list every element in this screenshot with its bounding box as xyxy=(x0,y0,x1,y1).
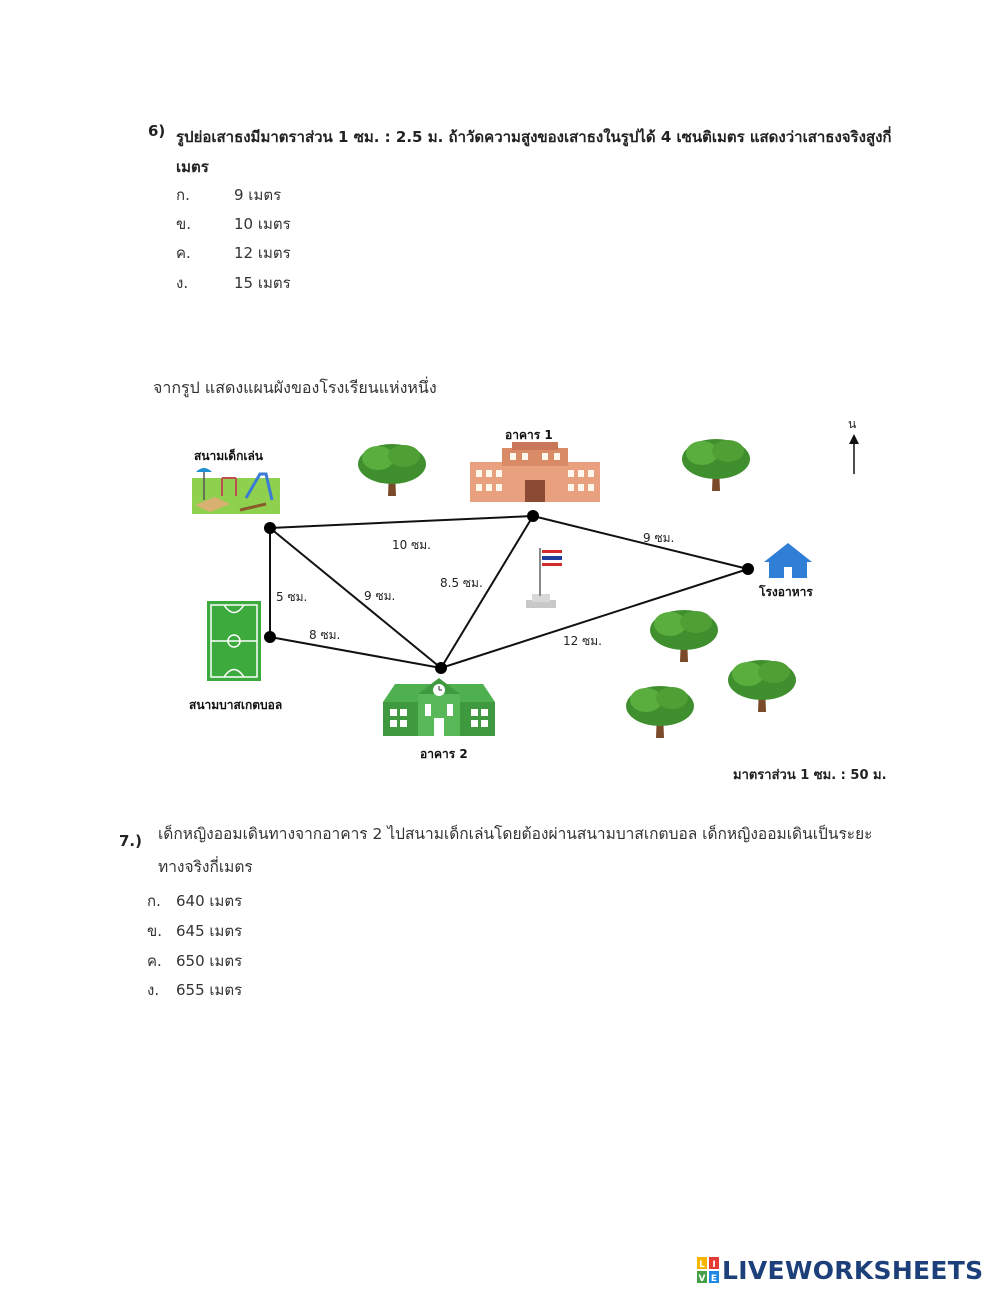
basketball-court-icon xyxy=(207,601,261,681)
map-paths xyxy=(269,515,749,669)
label-north: น xyxy=(848,417,856,431)
node-building1 xyxy=(527,510,539,522)
svg-text:E: E xyxy=(711,1274,717,1283)
label-building1: อาคาร 1 xyxy=(505,428,553,442)
north-arrow-icon xyxy=(849,434,859,474)
building2-icon xyxy=(383,678,495,736)
tree-icon xyxy=(358,444,426,496)
choice-letter: ก. xyxy=(147,892,161,910)
distance-playground-basketball: 5 ซม. xyxy=(276,590,307,604)
q7-choice-b[interactable]: ข. 645 เมตร xyxy=(147,919,447,941)
brand-name: LIVEWORKSHEETS xyxy=(722,1255,984,1285)
choice-value: 645 เมตร xyxy=(176,922,243,940)
choice-letter: ง. xyxy=(147,981,160,999)
label-canteen: โรงอาหาร xyxy=(758,584,813,599)
canteen-house-icon xyxy=(764,543,812,578)
question-7-text: เด็กหญิงออมเดินทางจากอาคาร 2 ไปสนามเด็กเ… xyxy=(158,825,873,876)
distance-building1-building2: 8.5 ซม. xyxy=(440,576,483,590)
label-building2: อาคาร 2 xyxy=(420,747,468,761)
choice-letter: ง. xyxy=(176,274,189,292)
choice-letter: ค. xyxy=(147,952,162,970)
flagpole-icon xyxy=(526,548,562,608)
q6-choice-c[interactable]: ค. 12 เมตร xyxy=(176,241,476,263)
q7-choice-a[interactable]: ก. 640 เมตร xyxy=(147,889,447,911)
choice-letter: ข. xyxy=(176,215,192,233)
tree-icon xyxy=(650,610,718,662)
map-intro-text: จากรูป แสดงแผนผังของโรงเรียนแห่งหนึ่ง xyxy=(153,378,437,397)
q6-choice-d[interactable]: ง. 15 เมตร xyxy=(176,271,476,293)
choice-value: 15 เมตร xyxy=(234,274,291,292)
path-building1-canteen xyxy=(532,515,749,570)
distance-building1-canteen: 9 ซม. xyxy=(643,531,674,545)
distance-playground-building2: 9 ซม. xyxy=(364,589,395,603)
question-6-text: รูปย่อเสาธงมีมาตราส่วน 1 ซม. : 2.5 ม. ถ้… xyxy=(176,128,892,176)
school-map: 10 ซม. 9 ซม. 5 ซม. 9 ซม. 8.5 ซม. 8 ซม. 1… xyxy=(189,417,859,761)
label-basketball: สนามบาสเกตบอล xyxy=(189,698,282,712)
map-scale: มาตราส่วน 1 ซม. : 50 ม. xyxy=(733,768,887,783)
choice-letter: ค. xyxy=(176,244,191,262)
choice-value: 640 เมตร xyxy=(176,892,243,910)
node-basketball xyxy=(264,631,276,643)
choice-value: 10 เมตร xyxy=(234,215,291,233)
choice-value: 12 เมตร xyxy=(234,244,291,262)
liveworksheets-logo-icon: L I V E xyxy=(697,1257,719,1283)
q7-choice-c[interactable]: ค. 650 เมตร xyxy=(147,949,447,971)
path-building2-canteen xyxy=(440,568,749,669)
distance-building2-canteen: 12 ซม. xyxy=(563,634,602,648)
building1-icon xyxy=(470,442,600,502)
node-building2 xyxy=(435,662,447,674)
q7-choice-d[interactable]: ง. 655 เมตร xyxy=(147,978,447,1000)
label-playground: สนามเด็กเล่น xyxy=(194,448,264,463)
path-playground-building2 xyxy=(269,527,442,669)
svg-text:V: V xyxy=(699,1274,706,1283)
path-basketball-building2 xyxy=(269,636,442,669)
choice-letter: ก. xyxy=(176,186,190,204)
tree-icon xyxy=(626,686,694,738)
choice-letter: ข. xyxy=(147,922,163,940)
playground-icon xyxy=(192,468,280,514)
svg-text:L: L xyxy=(699,1260,705,1270)
tree-icon xyxy=(728,660,796,712)
question-7-number: 7.) xyxy=(119,832,142,850)
question-6-number: 6) xyxy=(148,122,166,140)
choice-value: 650 เมตร xyxy=(176,952,243,970)
q6-choice-b[interactable]: ข. 10 เมตร xyxy=(176,212,476,234)
distance-basketball-building2: 8 ซม. xyxy=(309,628,340,642)
distance-playground-building1: 10 ซม. xyxy=(392,538,431,552)
node-canteen xyxy=(742,563,754,575)
path-playground-building1 xyxy=(269,515,534,529)
choice-value: 9 เมตร xyxy=(234,186,282,204)
svg-text:I: I xyxy=(712,1260,715,1270)
node-playground xyxy=(264,522,276,534)
path-building1-building2 xyxy=(440,515,534,669)
q6-choice-a[interactable]: ก. 9 เมตร xyxy=(176,183,476,205)
choice-value: 655 เมตร xyxy=(176,981,243,999)
liveworksheets-logo[interactable]: L I V E LIVEWORKSHEETS xyxy=(697,1255,984,1285)
tree-icon xyxy=(682,439,750,491)
